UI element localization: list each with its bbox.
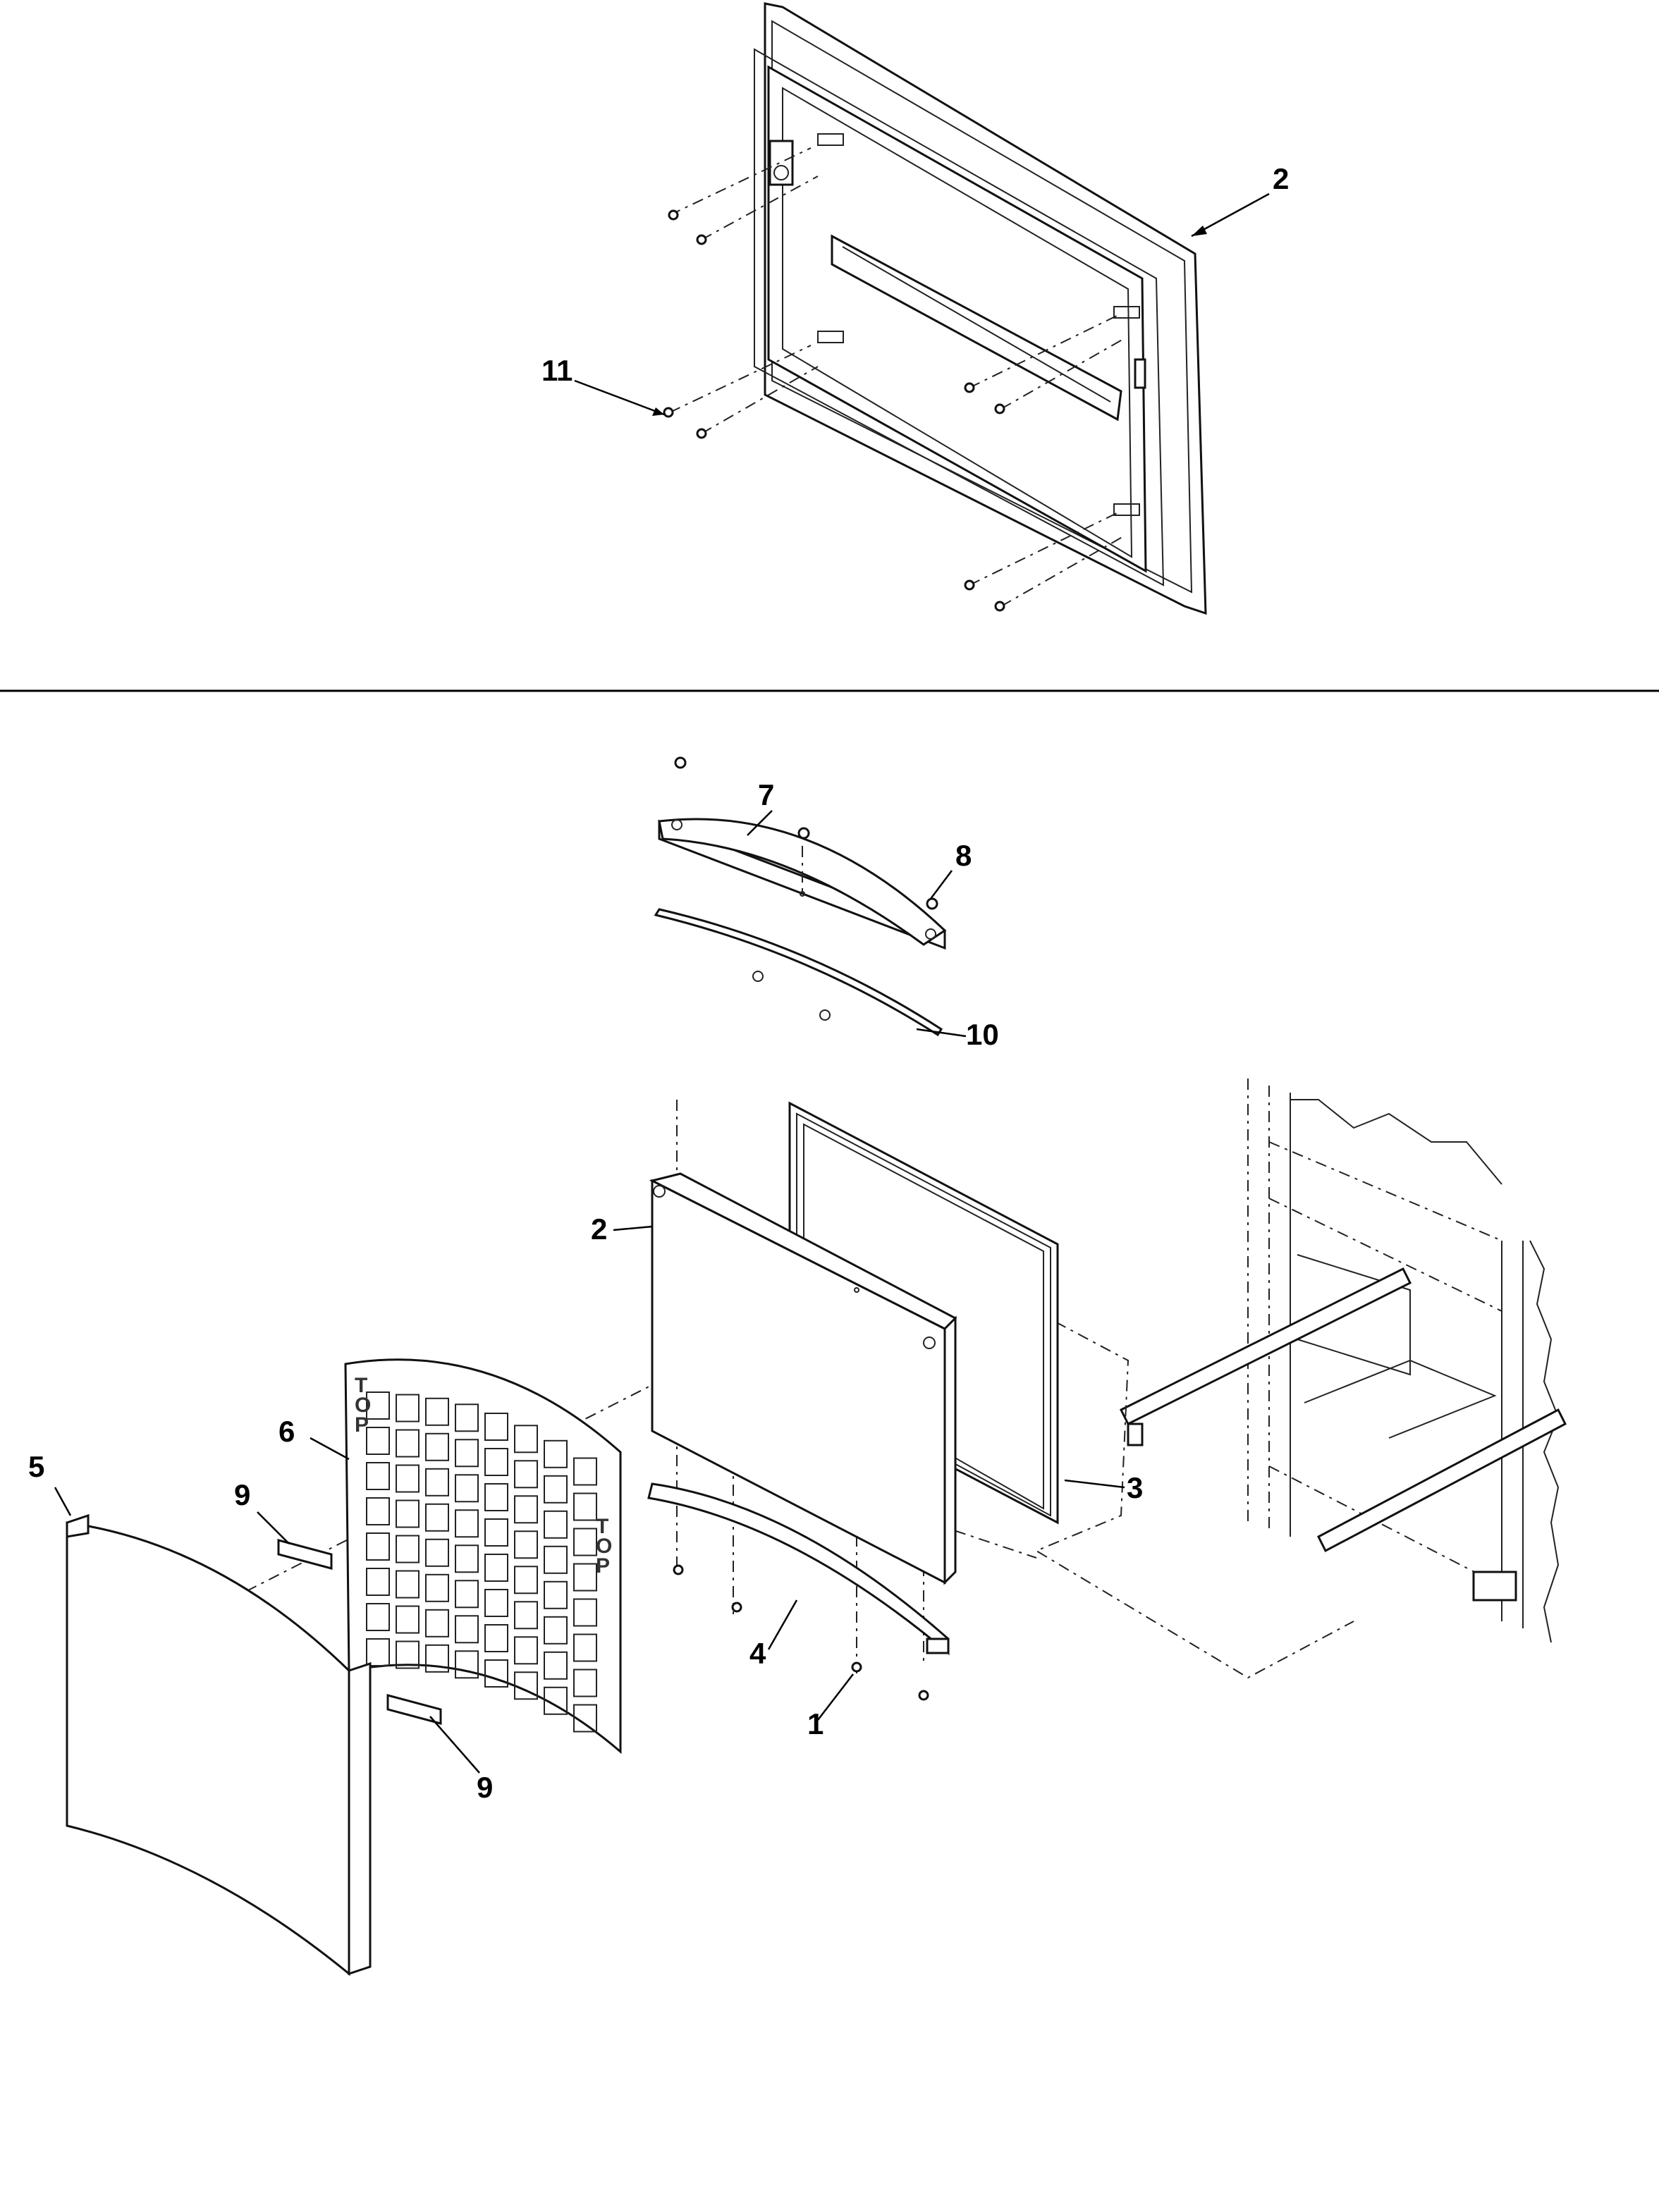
- grid-cell: [425, 1468, 449, 1497]
- callout-drawer-front: 2: [591, 1212, 607, 1246]
- top-marking-right: P: [596, 1554, 610, 1578]
- top-marking-right: O: [596, 1535, 612, 1558]
- grid-cell: [396, 1605, 420, 1634]
- grid-cell: [484, 1483, 508, 1511]
- grid-cell: [514, 1495, 538, 1524]
- grid-cell: [544, 1510, 568, 1539]
- grid-cell: [366, 1532, 390, 1561]
- grid-cell: [484, 1589, 508, 1617]
- grid-cell: [484, 1413, 508, 1441]
- grid-cell: [366, 1603, 390, 1631]
- grid-cell: [573, 1457, 597, 1486]
- grid-cell: [573, 1528, 597, 1556]
- callout-channel-screw: 8: [955, 839, 972, 872]
- grid-cell: [396, 1570, 420, 1599]
- callout-bottom-channel: 4: [749, 1637, 766, 1670]
- grid-cell: [484, 1624, 508, 1652]
- grid-cell: [396, 1394, 420, 1423]
- grid-cell: [425, 1538, 449, 1567]
- grid-cell: [514, 1601, 538, 1630]
- cabinet-frame: [1119, 1079, 1567, 1643]
- grid-cell: [366, 1568, 390, 1596]
- grid-cell: [366, 1638, 390, 1666]
- grid-cell: [573, 1492, 597, 1521]
- grid-cell: [573, 1704, 597, 1733]
- foam-grid-panel: [344, 1358, 622, 1755]
- grid-cell: [544, 1475, 568, 1504]
- callout-screw-bottom: 1: [807, 1707, 824, 1740]
- top-channel: [658, 818, 947, 950]
- grid-cell: [396, 1640, 420, 1669]
- grid-cell: [484, 1448, 508, 1476]
- grid-cell: [425, 1503, 449, 1532]
- grid-cell: [544, 1580, 568, 1609]
- grid-cell: [514, 1636, 538, 1665]
- top-marking-right: T: [596, 1515, 608, 1538]
- grid-cell: [573, 1633, 597, 1662]
- grid-cell: [544, 1439, 568, 1468]
- grid-cell: [396, 1535, 420, 1563]
- grid-cell: [484, 1659, 508, 1688]
- callout-outer-panel: 5: [28, 1450, 44, 1483]
- callout-top-screw: 11: [541, 354, 573, 387]
- grid-cell: [514, 1566, 538, 1595]
- callout-foam-grid: 6: [278, 1415, 295, 1448]
- trim-strip: [654, 908, 943, 1037]
- grid-cell: [396, 1499, 420, 1528]
- grid-cell: [425, 1573, 449, 1602]
- grid-cell: [514, 1671, 538, 1700]
- grid-cell: [544, 1686, 568, 1715]
- callout-trim-strip: 10: [966, 1018, 999, 1051]
- grid-cell: [455, 1615, 479, 1644]
- grid-cell: [573, 1598, 597, 1627]
- grid-cell: [366, 1391, 390, 1420]
- grid-cell: [573, 1563, 597, 1592]
- grid-cell: [366, 1497, 390, 1525]
- grid-cell: [455, 1474, 479, 1503]
- grid-cell: [484, 1518, 508, 1547]
- grid-cell: [455, 1544, 479, 1573]
- grid-cell: [396, 1464, 420, 1493]
- top-door-assembly: [574, 2, 1270, 615]
- grid-cell: [455, 1439, 479, 1468]
- grid-cell: [484, 1554, 508, 1582]
- top-marking-left: P: [355, 1413, 369, 1437]
- top-marking-left: O: [355, 1394, 371, 1417]
- leader-lines: [54, 810, 1125, 1774]
- grid-cell: [455, 1403, 479, 1432]
- grid-cell: [425, 1397, 449, 1426]
- screw-icon: [673, 1564, 929, 1701]
- callout-clip-lower: 9: [477, 1771, 493, 1804]
- drawer-front: [649, 1172, 957, 1585]
- callout-top-channel: 7: [758, 778, 774, 811]
- clip-upper: [277, 1539, 333, 1570]
- grid-cell: [455, 1509, 479, 1538]
- grid-cell: [544, 1545, 568, 1574]
- grid-cell: [366, 1427, 390, 1455]
- callout-top-door: 2: [1273, 162, 1289, 195]
- top-marking-left: T: [355, 1374, 367, 1397]
- grid-cell: [514, 1530, 538, 1559]
- grid-cell: [425, 1432, 449, 1461]
- grid-cell: [573, 1669, 597, 1697]
- grid-cell: [455, 1580, 479, 1609]
- grid-cell: [425, 1609, 449, 1638]
- grid-cell: [366, 1462, 390, 1490]
- grid-cell: [425, 1644, 449, 1673]
- screw-icon: [674, 756, 938, 910]
- grid-cell: [396, 1429, 420, 1458]
- clip-lower: [386, 1694, 442, 1725]
- callout-clip-upper: 9: [234, 1478, 250, 1511]
- grid-cell: [544, 1616, 568, 1645]
- grid-cell: [455, 1650, 479, 1679]
- callout-gasket: 3: [1127, 1471, 1143, 1504]
- grid-cell: [514, 1460, 538, 1489]
- screw-icon: [663, 209, 1005, 612]
- grid-cell: [544, 1651, 568, 1680]
- grid-cell: [514, 1425, 538, 1454]
- bottom-channel: [647, 1482, 950, 1656]
- outer-panel: [66, 1513, 372, 1977]
